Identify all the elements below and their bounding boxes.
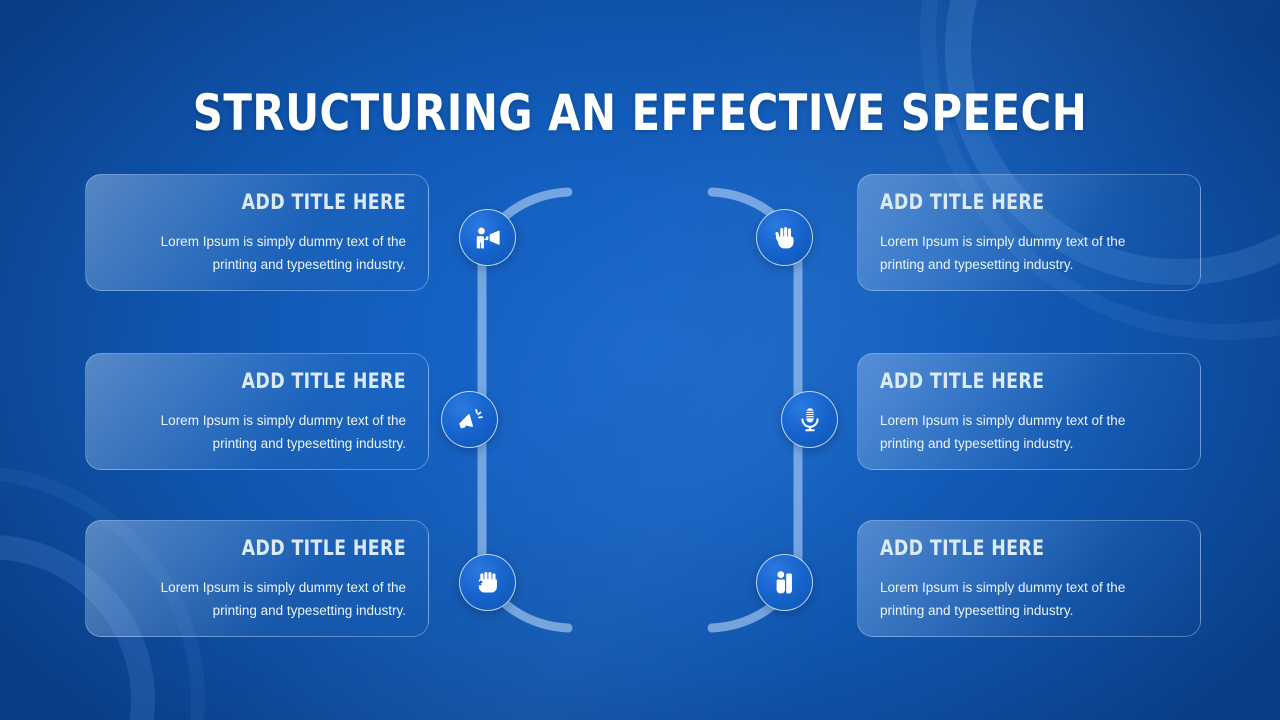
info-card-left-2[interactable]: ADD TITLE HERE Lorem Ipsum is simply dum… [85,353,429,470]
card-title: ADD TITLE HERE [241,536,406,560]
icon-node-right-3[interactable] [756,554,813,611]
card-title: ADD TITLE HERE [880,536,1045,560]
icon-node-right-2[interactable] [781,391,838,448]
open-hand-icon [774,226,794,248]
info-card-left-1[interactable]: ADD TITLE HERE Lorem Ipsum is simply dum… [85,174,429,291]
icon-node-left-2[interactable] [441,391,498,448]
info-card-right-2[interactable]: ADD TITLE HERE Lorem Ipsum is simply dum… [857,353,1201,470]
card-body: Lorem Ipsum is simply dummy text of the … [880,580,1126,619]
card-title: ADD TITLE HERE [241,369,406,393]
slide-title: STRUCTURING AN EFFECTIVE SPEECH [192,84,1088,142]
card-body: Lorem Ipsum is simply dummy text of the … [160,580,406,619]
card-title: ADD TITLE HERE [241,190,406,214]
icon-node-right-1[interactable] [756,209,813,266]
megaphone-icon [458,408,483,428]
icon-node-left-1[interactable] [459,209,516,266]
microphone-icon [800,407,819,431]
info-card-right-3[interactable]: ADD TITLE HERE Lorem Ipsum is simply dum… [857,520,1201,637]
card-body: Lorem Ipsum is simply dummy text of the … [160,234,406,273]
raised-fist-icon [478,571,497,593]
info-card-right-1[interactable]: ADD TITLE HERE Lorem Ipsum is simply dum… [857,174,1201,291]
card-title: ADD TITLE HERE [880,369,1045,393]
card-body: Lorem Ipsum is simply dummy text of the … [880,413,1126,452]
card-body: Lorem Ipsum is simply dummy text of the … [160,413,406,452]
card-title: ADD TITLE HERE [880,190,1045,214]
info-card-left-3[interactable]: ADD TITLE HERE Lorem Ipsum is simply dum… [85,520,429,637]
person-with-megaphone-icon [476,227,500,248]
icon-node-left-3[interactable] [459,554,516,611]
card-body: Lorem Ipsum is simply dummy text of the … [880,234,1126,273]
speaker-at-podium-icon [776,570,792,593]
